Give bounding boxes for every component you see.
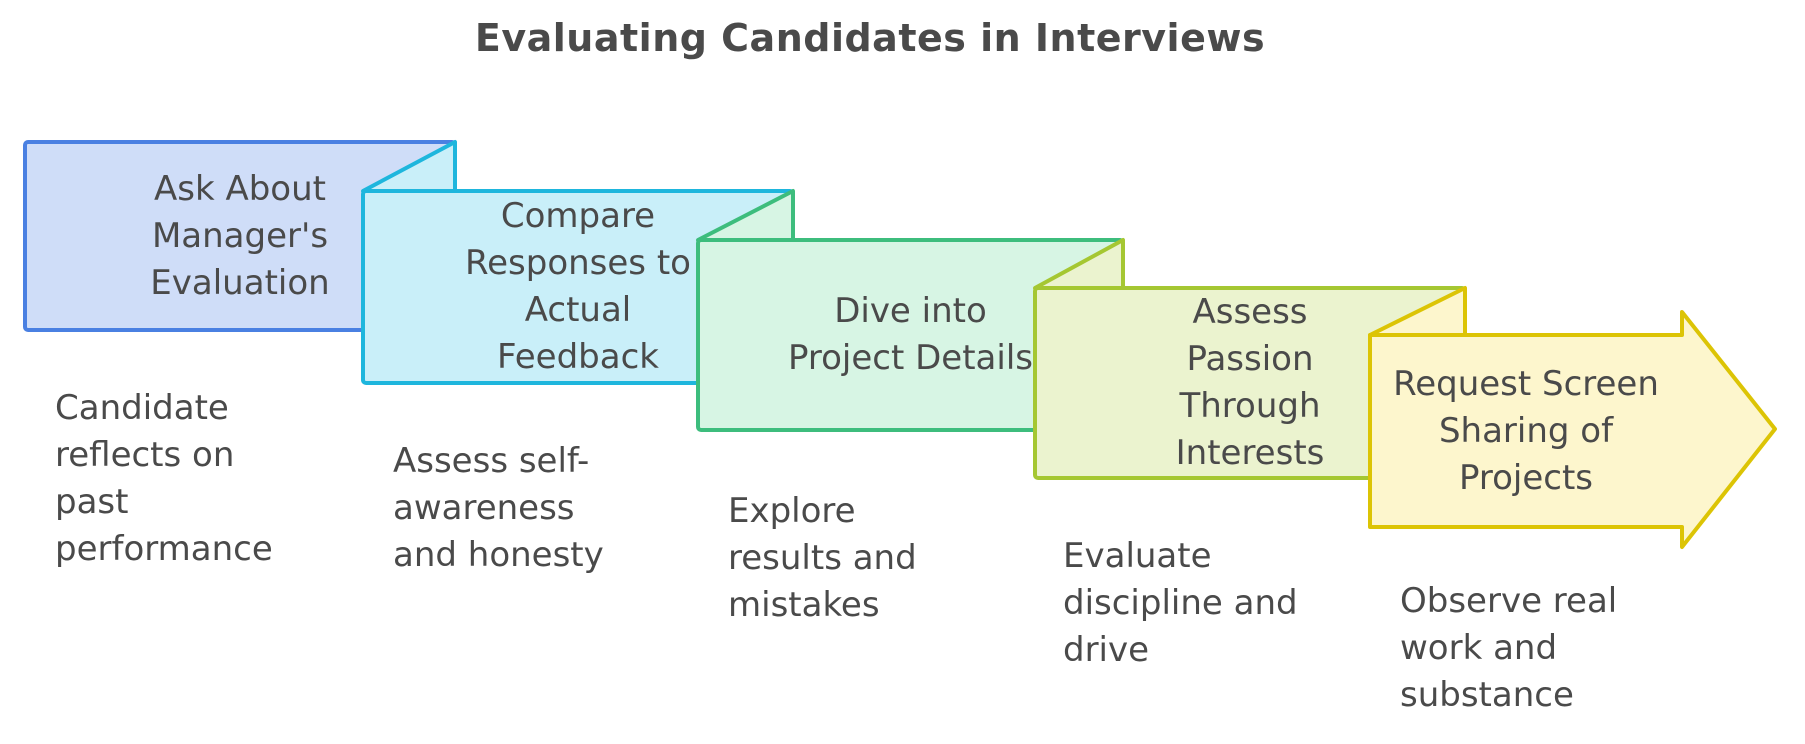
step-2-label: Compare Responses to Actual Feedback (465, 196, 691, 377)
step-4-label: Assess Passion Through Interests (1175, 292, 1325, 473)
step-5-arrow (1368, 310, 1777, 549)
step-2-shape (361, 140, 795, 385)
step-1-caption: Candidate reflects on past performance (55, 388, 273, 569)
step-5-label: Request Screen Sharing of Projects (1393, 363, 1659, 498)
diagram-title: Evaluating Candidates in Interviews (474, 16, 1266, 60)
step-3-shape (696, 189, 1125, 432)
step-5-caption: Observe real work and substance (1400, 581, 1618, 715)
step-3-label: Dive into Project Details (787, 291, 1033, 378)
step-1-label: Ask About Manager's Evaluation (150, 168, 330, 303)
step-2-caption: Assess self- awareness and honesty (393, 441, 604, 575)
step-5-shape (1368, 286, 1777, 549)
step-3-caption: Explore results and mistakes (728, 491, 917, 625)
step-4-caption: Evaluate discipline and drive (1063, 536, 1298, 670)
